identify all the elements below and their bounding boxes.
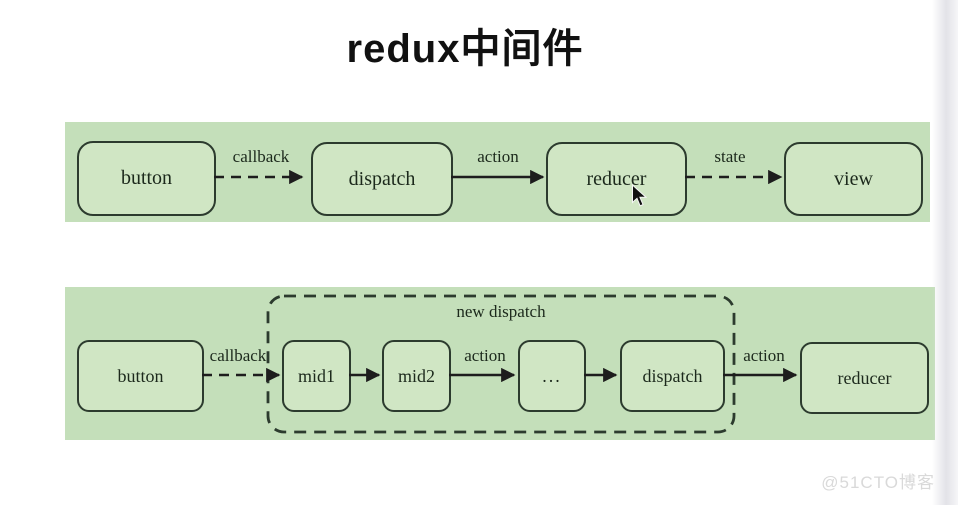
edge-label-action-mid: action: [464, 346, 506, 365]
node-reducer-top: reducer: [546, 142, 687, 216]
edge-label-state-top: state: [714, 147, 746, 166]
node-label: dispatch: [348, 167, 416, 190]
edge-label-action-top: action: [477, 147, 519, 166]
page-title: redux中间件: [346, 27, 584, 71]
node-button-top: button: [77, 141, 216, 216]
node-label: reducer: [837, 367, 892, 388]
edge-label-callback-bottom: callback: [209, 346, 267, 365]
node-label: ...: [542, 365, 562, 386]
node-label: button: [120, 167, 173, 189]
node-mid2: mid2: [382, 340, 451, 412]
node-label: button: [117, 365, 164, 386]
node-dispatch-top: dispatch: [311, 142, 453, 216]
node-mid1: mid1: [282, 340, 351, 412]
node-dispatch-bottom: dispatch: [620, 340, 725, 412]
node-label: view: [834, 167, 873, 190]
page-edge-shade: [932, 0, 958, 505]
edge-label-callback-top: callback: [232, 147, 290, 166]
node-ellipsis: ...: [518, 340, 586, 412]
node-label: mid2: [397, 365, 435, 386]
node-label: dispatch: [642, 365, 703, 386]
node-reducer-bottom: reducer: [800, 342, 929, 414]
node-label: mid1: [297, 365, 335, 386]
edge-label-action-out: action: [743, 346, 785, 365]
node-label: reducer: [586, 167, 647, 190]
mouse-cursor-icon: [632, 184, 647, 207]
node-view-top: view: [784, 142, 923, 216]
node-button-bottom: button: [77, 340, 204, 412]
group-label-new-dispatch: new dispatch: [456, 302, 546, 321]
watermark: @51CTO博客: [821, 473, 935, 492]
